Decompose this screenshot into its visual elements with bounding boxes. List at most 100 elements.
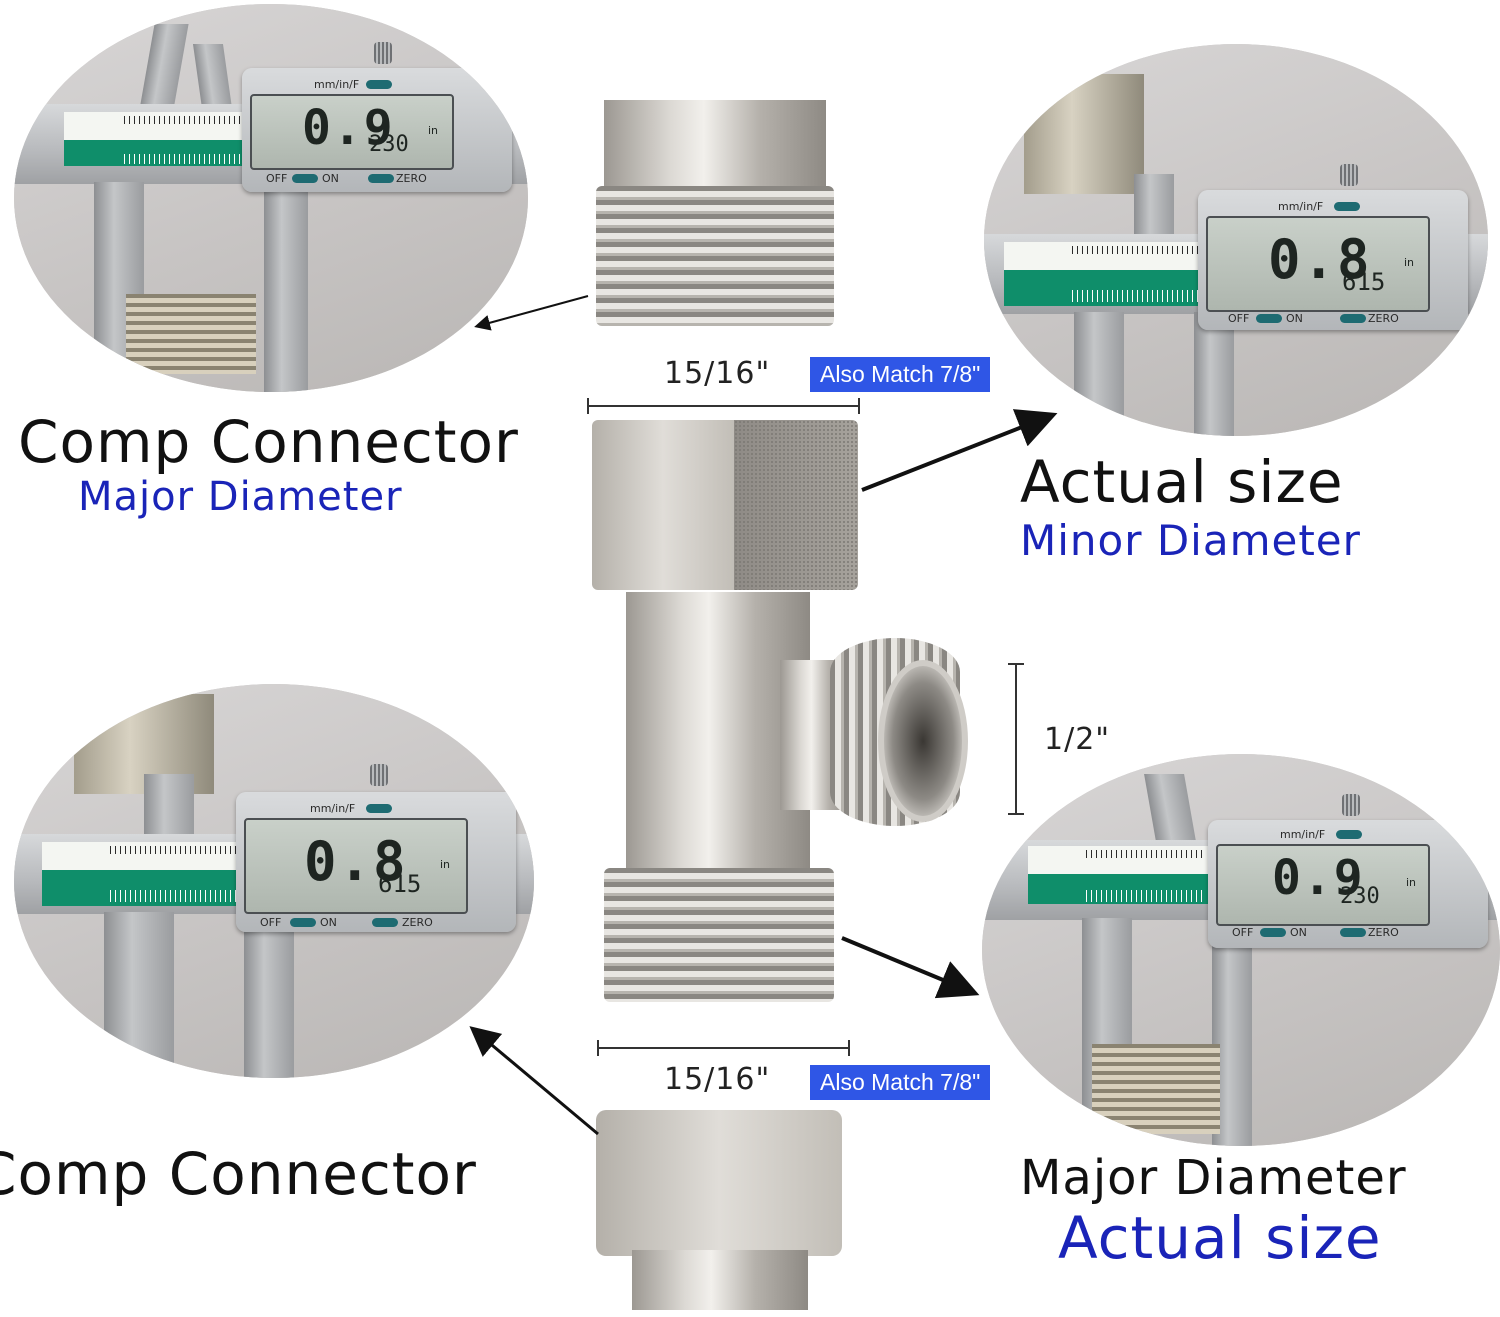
zero-button bbox=[1340, 928, 1366, 937]
lcd-display bbox=[244, 818, 468, 914]
caliper-ticks bbox=[110, 846, 238, 854]
caliper-photo-bottom-right: mm/in/F 0.9 230 in OFF ON ZERO bbox=[982, 754, 1500, 1146]
lcd-reading-main: 0.9 bbox=[302, 100, 395, 156]
lcd-display bbox=[250, 94, 454, 170]
caliper-ticks bbox=[110, 890, 238, 902]
comp-connector-label-top: Comp Connector bbox=[18, 408, 519, 476]
caliper-thumb-screw bbox=[370, 764, 388, 786]
lcd-display bbox=[1206, 216, 1430, 312]
caliper-thumb-screw bbox=[1340, 164, 1358, 186]
zero-button bbox=[372, 918, 398, 927]
on-label: ON bbox=[1290, 926, 1307, 939]
caliper-ticks bbox=[1072, 246, 1200, 254]
caliper-lower-jaw bbox=[1074, 312, 1124, 436]
caliper-lower-jaw bbox=[104, 912, 174, 1078]
caliper-ticks bbox=[1072, 290, 1200, 302]
caliper-photo-bottom-left: mm/in/F 0.8 615 in OFF ON ZERO bbox=[14, 684, 534, 1078]
lcd-reading-main: 0.8 bbox=[304, 830, 408, 893]
zero-label: ZERO bbox=[1368, 312, 1399, 325]
arrow-to-bottom-left-inset bbox=[469, 1026, 599, 1136]
bottom-hex-nut bbox=[596, 1110, 842, 1256]
lcd-unit: in bbox=[1406, 876, 1417, 889]
mode-label: mm/in/F bbox=[1280, 828, 1326, 841]
top-also-match-badge: Also Match 7/8" bbox=[810, 357, 991, 392]
arrow-to-top-right-inset bbox=[861, 409, 1058, 492]
caliper-ticks bbox=[1086, 890, 1204, 902]
lcd-display bbox=[1216, 844, 1430, 926]
top-hex-nut-side bbox=[734, 420, 858, 590]
caliper-ticks bbox=[1086, 850, 1204, 858]
lcd-unit: in bbox=[440, 858, 451, 871]
caliper-lower-jaw bbox=[264, 182, 308, 392]
mode-button bbox=[1334, 202, 1360, 211]
caliper-upper-jaw bbox=[144, 774, 194, 844]
arrow-to-bottom-right-inset bbox=[841, 936, 980, 999]
mode-button bbox=[1336, 830, 1362, 839]
actual-size-label-bottom: Actual size bbox=[1058, 1204, 1382, 1272]
lcd-reading-main: 0.8 bbox=[1268, 228, 1372, 291]
top-width-dimension: 15/16" bbox=[664, 356, 771, 391]
dimension-tick bbox=[597, 1040, 599, 1056]
lcd-reading-main: 0.9 bbox=[1272, 850, 1365, 906]
mode-button bbox=[366, 804, 392, 813]
arrow-to-top-left-inset bbox=[474, 295, 589, 331]
mode-label: mm/in/F bbox=[1278, 200, 1324, 213]
caliper-lower-jaw bbox=[244, 912, 294, 1078]
dimension-tick bbox=[858, 398, 860, 414]
off-label: OFF bbox=[260, 916, 282, 929]
off-label: OFF bbox=[1228, 312, 1250, 325]
on-label: ON bbox=[322, 172, 339, 185]
tee-body bbox=[626, 592, 810, 870]
lcd-reading-sub: 230 bbox=[369, 132, 409, 157]
bottom-width-dimension-line bbox=[598, 1047, 850, 1049]
caliper-photo-top-left: mm/in/F 0.9 230 in OFF ON ZERO bbox=[14, 4, 528, 392]
actual-size-label-top: Actual size bbox=[1020, 448, 1344, 516]
top-connector-body bbox=[604, 100, 826, 190]
power-button bbox=[292, 174, 318, 183]
zero-button bbox=[368, 174, 394, 183]
power-button bbox=[1260, 928, 1286, 937]
power-button bbox=[1256, 314, 1282, 323]
power-button bbox=[290, 918, 316, 927]
compression-nut-photo bbox=[1092, 1044, 1220, 1134]
lcd-reading-sub: 615 bbox=[378, 870, 422, 898]
on-label: ON bbox=[320, 916, 337, 929]
comp-connector-label-bottom: Comp Connector bbox=[0, 1140, 477, 1208]
mode-label: mm/in/F bbox=[310, 802, 356, 815]
compression-nut-photo bbox=[126, 294, 256, 374]
caliper-ticks bbox=[124, 154, 242, 164]
top-connector-thread bbox=[596, 186, 834, 326]
lcd-unit: in bbox=[1404, 256, 1415, 269]
bottom-also-match-badge: Also Match 7/8" bbox=[810, 1065, 991, 1100]
top-width-dimension-line bbox=[588, 405, 860, 407]
dimension-tick bbox=[1008, 663, 1024, 665]
side-height-dimension-line bbox=[1015, 664, 1017, 814]
side-height-dimension: 1/2" bbox=[1044, 722, 1111, 757]
bottom-width-dimension: 15/16" bbox=[664, 1062, 771, 1097]
top-hex-nut-face bbox=[592, 420, 734, 590]
caliper-thumb-screw bbox=[1342, 794, 1360, 816]
caliper-photo-top-right: mm/in/F 0.8 615 in OFF ON ZERO bbox=[984, 44, 1488, 436]
compression-nut-photo bbox=[1024, 74, 1144, 194]
on-label: ON bbox=[1286, 312, 1303, 325]
major-diameter-label-bottom: Major Diameter bbox=[1020, 1150, 1407, 1206]
mode-button bbox=[366, 80, 392, 89]
lcd-reading-sub: 615 bbox=[1342, 268, 1386, 296]
caliper-ticks bbox=[124, 116, 242, 124]
lcd-unit: in bbox=[428, 124, 439, 137]
caliper-thumb-screw bbox=[374, 42, 392, 64]
off-label: OFF bbox=[266, 172, 288, 185]
caliper-lower-jaw bbox=[1194, 312, 1234, 436]
zero-label: ZERO bbox=[402, 916, 433, 929]
side-outlet-opening bbox=[878, 660, 968, 822]
dimension-tick bbox=[848, 1040, 850, 1056]
zero-label: ZERO bbox=[1368, 926, 1399, 939]
lcd-reading-sub: 230 bbox=[1340, 884, 1380, 909]
dimension-tick bbox=[1008, 813, 1024, 815]
bottom-connector-thread bbox=[604, 868, 834, 1002]
major-diameter-label-top: Major Diameter bbox=[78, 474, 403, 520]
off-label: OFF bbox=[1232, 926, 1254, 939]
zero-label: ZERO bbox=[396, 172, 427, 185]
zero-button bbox=[1340, 314, 1366, 323]
